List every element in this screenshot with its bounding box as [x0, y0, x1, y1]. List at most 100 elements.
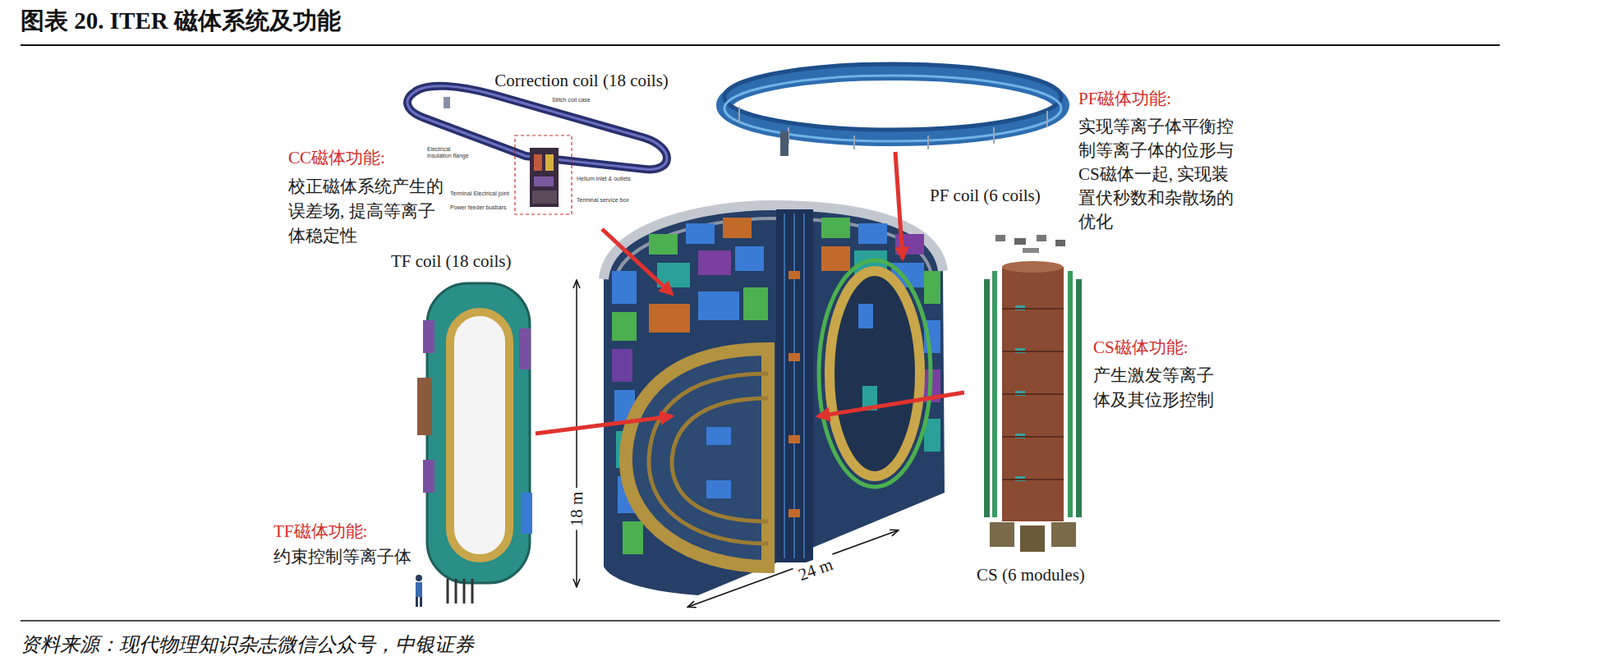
tokamak-cutaway-part-part: [793, 213, 796, 559]
part-label: Electrical insulation flange: [427, 146, 475, 160]
tokamak-cutaway-part: [671, 398, 768, 522]
cs-figure-part: [995, 234, 1006, 242]
tokamak-cutaway-part: [924, 271, 941, 304]
tf-coil-figure-part: [422, 459, 435, 493]
pointer-arrows-part: [895, 151, 903, 259]
tf-coil-figure-part-part: [455, 579, 458, 604]
function-heading: TF磁体功能:: [273, 519, 368, 543]
part-label: Power feeder busbars: [450, 204, 506, 211]
tokamak-cutaway-part: [625, 349, 768, 567]
tokamak-cutaway-part: [784, 213, 805, 559]
cs-figure-part: [1020, 525, 1045, 552]
coil-panel: Correction coil (18 coils): [494, 70, 669, 92]
coil-name: CS (6 modules): [976, 565, 1086, 586]
rule-lines-part: [20, 44, 1500, 46]
cs-figure-part-part: [1002, 393, 1064, 396]
tf-coil-figure-part: [447, 579, 473, 604]
tokamak-cutaway-part: [722, 217, 752, 239]
cs-figure-part-part: [1002, 478, 1064, 481]
dimension-label: 18 m: [566, 488, 588, 531]
correction-coil-figure-part: [533, 154, 543, 171]
cs-figure-part: [1075, 279, 1082, 518]
pf-coil-figure-part-part: [993, 127, 995, 144]
pointer-arrows-part: [535, 416, 672, 434]
tf-coil-figure-part-part: [463, 579, 466, 604]
tokamak-cutaway-part: [603, 205, 945, 596]
tokamak-cutaway-part-part: [783, 213, 786, 559]
tokamak-cutaway-part: [743, 287, 768, 321]
cs-figure-part-part: [1002, 308, 1064, 310]
cs-figure-part: [1051, 522, 1076, 548]
dimension-lines-part: [688, 530, 898, 607]
coil-panel: TF coil (18 coils): [390, 251, 511, 272]
correction-coil-figure: [407, 86, 667, 215]
function-text: 产生激发等离子体及其位形控制: [1093, 363, 1219, 413]
tf-coil-figure-part-part: [446, 579, 450, 604]
tf-coil-figure-part: [415, 574, 423, 582]
tf-coil-figure: [415, 283, 533, 607]
pf-coil-figure-part: [724, 64, 1062, 130]
tokamak-cutaway-part: [611, 312, 637, 341]
tokamak-cutaway-part: [788, 435, 800, 444]
cs-figure: [983, 234, 1082, 552]
part-label: Terminal service box: [576, 197, 630, 203]
rule-lines-part: [20, 620, 1500, 622]
tokamak-cutaway: [603, 205, 945, 596]
tf-coil-figure-part: [519, 328, 531, 370]
function-heading: CC磁体功能:: [288, 146, 386, 170]
source-note: 资料来源：现代物理知识杂志微信公众号，中银证券: [20, 631, 474, 658]
tokamak-cutaway-part: [788, 353, 800, 362]
function-text: 校正磁体系统产生的误差场, 提高等离子体稳定性: [288, 174, 446, 249]
cs-figure-part: [983, 279, 990, 518]
coil-name: PF coil (6 coils): [929, 185, 1041, 207]
pf-coil-figure-part-part: [853, 135, 856, 150]
tokamak-cutaway-part: [788, 271, 800, 280]
tf-coil-figure-part: [419, 597, 423, 607]
pf-coil-figure-part-part: [738, 106, 741, 124]
part-label: Terminal Electrical joint: [450, 190, 510, 197]
tokamak-cutaway-part: [788, 509, 800, 518]
function-heading: CS磁体功能:: [1093, 335, 1189, 359]
pf-coil-figure-part-part: [1046, 110, 1049, 128]
tokamak-cutaway-part-part: [803, 213, 805, 559]
tf-coil-figure-part: [417, 377, 433, 436]
correction-coil-figure-part: [533, 176, 554, 187]
tokamak-cutaway-part: [648, 234, 678, 255]
tokamak-cutaway-part: [698, 250, 732, 276]
cs-figure-part: [1022, 248, 1040, 253]
pf-coil-figure-part: [724, 75, 1062, 142]
tokamak-cutaway-part: [858, 223, 888, 244]
correction-coil-figure-part: [545, 154, 554, 171]
tf-coil-figure-part: [422, 320, 435, 354]
tokamak-cutaway-part: [821, 217, 851, 239]
tokamak-cutaway-part: [818, 260, 931, 488]
pointer-arrows: [535, 151, 965, 434]
pf-coil-figure: [724, 64, 1062, 157]
part-label: Stitch coil case: [551, 96, 591, 103]
tokamak-cutaway-part: [829, 271, 920, 477]
part-label: Helium inlet & outlets: [576, 175, 631, 182]
pointer-arrows-part: [602, 229, 672, 295]
correction-coil-figure-part: [443, 96, 451, 109]
correction-coil-figure-part: [514, 135, 572, 215]
tokamak-cutaway-part: [858, 303, 874, 329]
tf-coil-figure-part: [520, 492, 533, 534]
cs-figure-part: [992, 271, 998, 518]
function-text: 约束控制等离子体: [273, 545, 412, 569]
cs-figure-part: [1055, 239, 1066, 247]
tf-coil-figure-part: [415, 597, 419, 607]
correction-coil-figure-part: [532, 190, 557, 204]
cs-figure-part: [1002, 261, 1063, 273]
function-text: 实现等离子体平衡控制等离子体的位形与CS磁体一起, 实现装置伏秒数和杂散场的优化: [1078, 114, 1237, 235]
figure-title: 图表 20. ITER 磁体系统及功能: [20, 4, 341, 38]
tokamak-cutaway-part: [821, 246, 851, 272]
function-heading: PF磁体功能:: [1078, 87, 1172, 111]
tokamak-cutaway-part: [706, 427, 732, 446]
tokamak-cutaway-part: [611, 271, 637, 304]
tokamak-cutaway-part: [648, 303, 690, 333]
tf-coil-figure-part-part: [471, 579, 474, 604]
tokamak-cutaway-part: [776, 209, 814, 563]
tokamak-cutaway-part: [685, 223, 715, 244]
tf-coil-figure-part: [415, 582, 423, 598]
